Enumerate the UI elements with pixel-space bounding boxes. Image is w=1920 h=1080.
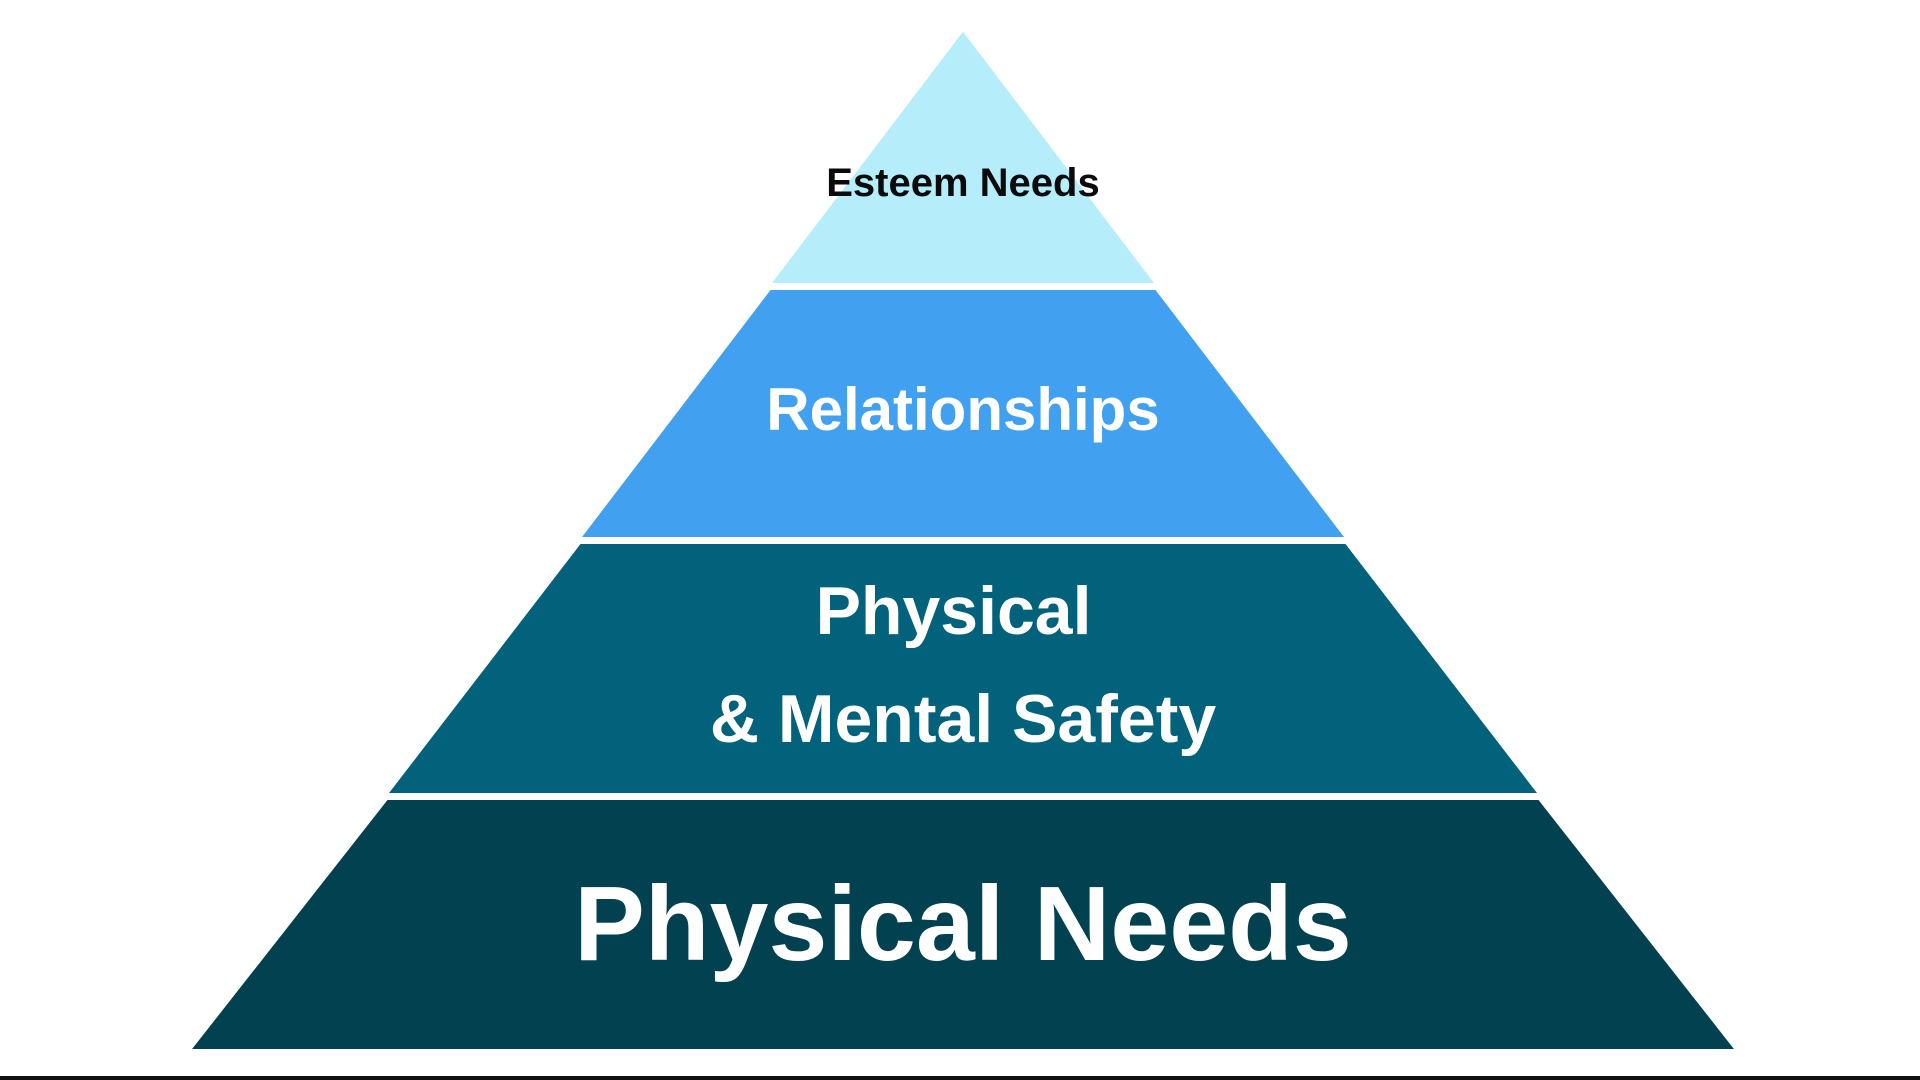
tier-physical-needs-label: Physical Needs bbox=[574, 865, 1352, 983]
bottom-edge-bar bbox=[0, 1076, 1920, 1080]
tier-safety-label: Physical & Mental Safety bbox=[710, 573, 1217, 757]
tier-relationships-label: Relationships bbox=[766, 376, 1159, 443]
tier-esteem-label: Esteem Needs bbox=[826, 161, 1099, 205]
tier-relationships-shape bbox=[577, 288, 1349, 539]
tier-esteem-shape bbox=[767, 28, 1159, 285]
tier-safety-shape bbox=[384, 542, 1542, 795]
tier-physical-needs-shape bbox=[187, 798, 1739, 1051]
